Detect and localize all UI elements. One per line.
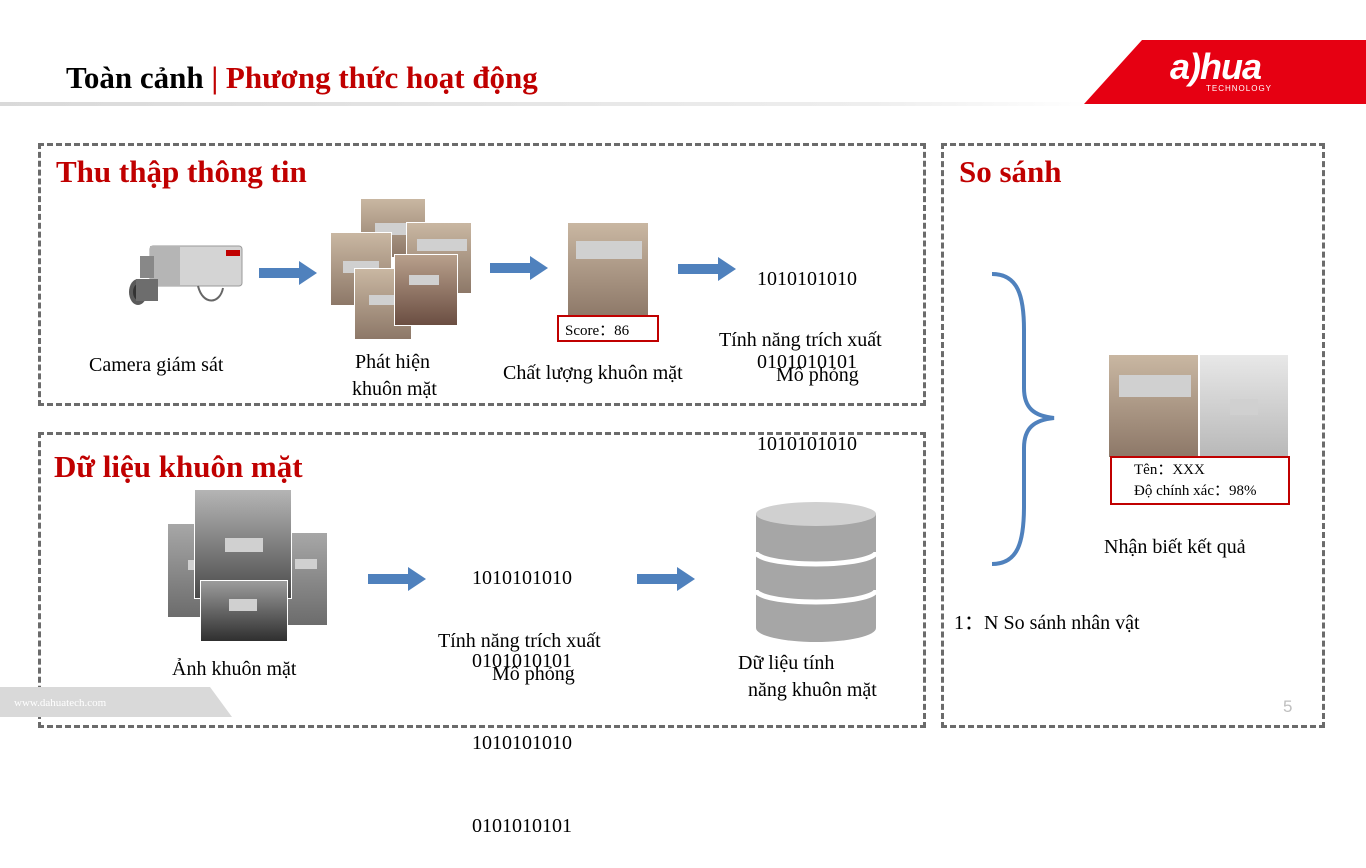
quality-face-photo <box>567 222 649 318</box>
database-label-line2: năng khuôn mặt <box>748 679 877 701</box>
title-underline <box>0 102 1090 106</box>
camera-label: Camera giám sát <box>89 354 224 376</box>
database-face-photo <box>200 580 288 642</box>
page-number: 5 <box>1283 697 1293 716</box>
database-panel <box>38 432 926 728</box>
binary-line: 1010101010 <box>757 433 857 455</box>
footer-tab <box>0 687 232 717</box>
detected-face-photo <box>394 254 458 326</box>
brace-icon <box>991 272 1055 566</box>
logo-subtitle: TECHNOLOGY <box>1206 84 1273 93</box>
page-title: Toàn cảnh | Phương thức hoạt động <box>66 60 538 96</box>
compare-heading: So sánh <box>959 154 1062 189</box>
database-label-line1: Dữ liệu tính <box>738 652 835 674</box>
score-badge: Score：86 <box>557 315 659 342</box>
arrow-right-icon <box>678 257 736 281</box>
title-main: Toàn cảnh <box>66 60 204 95</box>
binary-line: 0101010101 <box>472 649 572 672</box>
result-label: Nhận biết kết quả <box>1104 536 1246 558</box>
captured-face-photo <box>1108 354 1199 458</box>
database-feature-label: Tính năng trích xuất <box>438 630 601 652</box>
binary-line: 1010101010 <box>757 268 857 290</box>
database-model-label: Mô phỏng <box>492 663 575 685</box>
binary-line: 0101010101 <box>472 814 572 837</box>
collect-heading: Thu thập thông tin <box>56 154 307 189</box>
footer-website: www.dahuatech.com <box>14 697 107 709</box>
arrow-right-icon <box>368 567 426 591</box>
compare-mode-label: 1：N So sánh nhân vật <box>954 612 1140 634</box>
matched-face-photo <box>1199 354 1289 458</box>
arrow-right-icon <box>259 261 317 285</box>
database-icon <box>754 502 878 642</box>
title-sub: Phương thức hoạt động <box>225 60 538 95</box>
result-box: Tên：XXX Độ chính xác：98% <box>1110 456 1290 505</box>
arrow-right-icon <box>637 567 695 591</box>
camera-icon <box>129 245 243 305</box>
arrow-right-icon <box>490 256 548 280</box>
photos-label: Ảnh khuôn mặt <box>172 658 297 680</box>
detect-label-line2: khuôn mặt <box>352 378 437 400</box>
binary-line: 1010101010 <box>472 732 572 754</box>
database-heading: Dữ liệu khuôn mặt <box>54 449 303 484</box>
feature-label: Tính năng trích xuất <box>719 329 882 351</box>
detect-label-line1: Phát hiện <box>355 351 430 373</box>
database-binary: 1010101010 0101010101 1010101010 0101010… <box>472 510 572 868</box>
dahua-logo: a)hua <box>1170 46 1262 87</box>
title-separator: | <box>203 60 226 95</box>
binary-line: 1010101010 <box>472 567 572 589</box>
result-accuracy: Độ chính xác：98% <box>1134 483 1257 499</box>
binary-line: 0101010101 <box>757 350 857 373</box>
collect-panel <box>38 143 926 406</box>
model-label: Mô phỏng <box>776 364 859 386</box>
result-name: Tên：XXX <box>1134 462 1205 478</box>
compare-panel <box>941 143 1325 728</box>
quality-label: Chất lượng khuôn mặt <box>503 362 683 384</box>
